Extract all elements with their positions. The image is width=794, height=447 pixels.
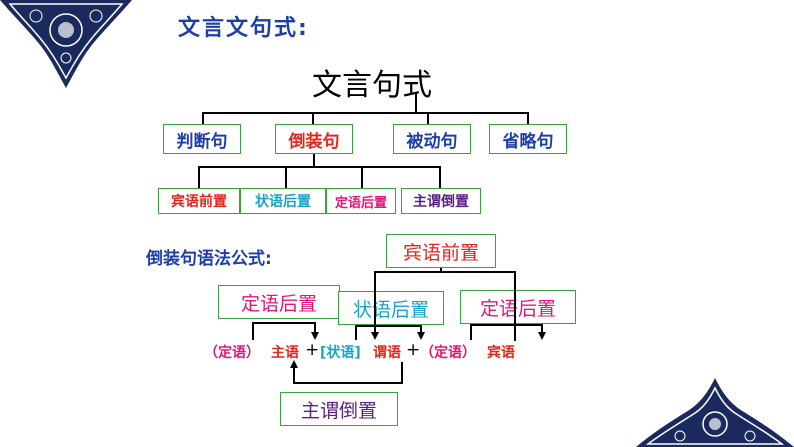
formula-dingyu-1: （定语） — [204, 345, 260, 361]
formula-box-dingyu-houzhi-left: 定语后置 — [218, 285, 340, 319]
formula-box-zhuwei-daozhi: 主谓倒置 — [280, 392, 398, 426]
root-node-title: 文言句式 — [312, 68, 432, 103]
node-shenglue: 省略句 — [489, 124, 567, 154]
formula-plus-2: + — [406, 340, 421, 360]
formula-box-dingyu-houzhi-right: 定语后置 — [460, 290, 576, 324]
formula-dingyu-2: （定语） — [420, 345, 476, 361]
node-beidong: 被动句 — [393, 124, 471, 154]
formula-zhuangyu: [状语] — [320, 345, 361, 361]
formula-box-zhuangyu-houzhi: 状语后置 — [338, 291, 444, 325]
heading-wenyan-sentence-types: 文言文句式: — [178, 16, 309, 41]
node-zhuangyu-houzhi: 状语后置 — [240, 188, 326, 214]
ornament-bottom-right — [636, 378, 794, 447]
formula-binyu: 宾语 — [487, 345, 515, 361]
node-daozhuang: 倒装句 — [275, 124, 353, 154]
node-panduan: 判断句 — [163, 124, 241, 154]
node-binyu-qianzhi: 宾语前置 — [158, 188, 240, 214]
heading-daozhuang-formula: 倒装句语法公式: — [146, 249, 272, 269]
node-dingyu-houzhi: 定语后置 — [326, 188, 396, 214]
formula-box-binyu-qianzhi: 宾语前置 — [386, 234, 496, 268]
formula-weiyu: 谓语 — [373, 345, 401, 361]
node-zhuwei-daozhi: 主谓倒置 — [401, 188, 481, 214]
formula-plus-1: + — [305, 340, 320, 360]
formula-zhuyu: 主语 — [271, 345, 299, 361]
ornament-top-left — [0, 0, 132, 88]
